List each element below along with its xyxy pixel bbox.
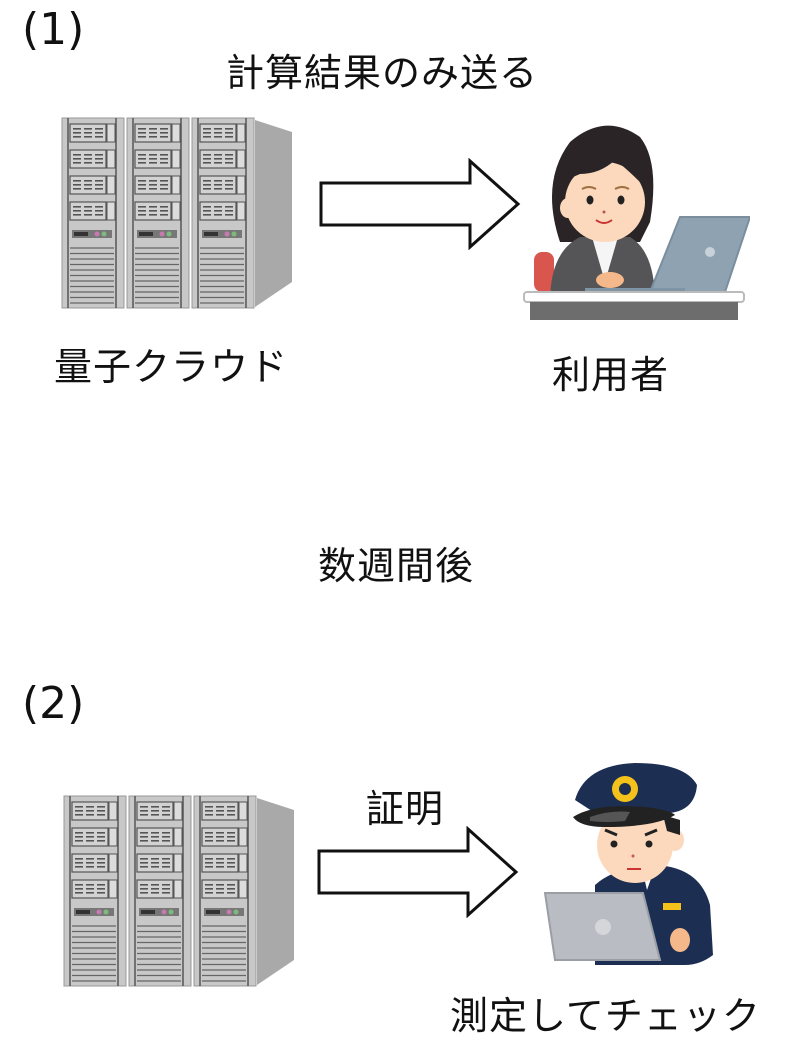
weeks-later-label: 数週間後 — [318, 544, 475, 588]
server-unit — [193, 795, 257, 987]
server-unit — [61, 117, 125, 309]
server-unit — [63, 795, 127, 987]
user-label: 利用者 — [552, 353, 670, 397]
arrow-right-icon-2 — [316, 826, 522, 918]
panel-2-arrow-caption: 証明 — [366, 787, 445, 831]
panel-2-number: (2) — [22, 678, 85, 729]
server-unit — [128, 795, 192, 987]
quantum-cloud-label: 量子クラウド — [54, 345, 289, 389]
police-officer-verifier-icon — [535, 755, 725, 970]
arrow-right-icon — [318, 158, 524, 250]
user-woman-laptop-icon — [520, 112, 750, 322]
server-unit — [191, 117, 255, 309]
server-unit — [126, 117, 190, 309]
panel-1-number: (1) — [22, 4, 85, 55]
quantum-cloud-server-icon — [60, 112, 300, 312]
quantum-cloud-server-icon-2 — [62, 790, 302, 990]
measure-and-check-label: 測定してチェック — [450, 994, 761, 1038]
panel-1-arrow-caption: 計算結果のみ送る — [226, 51, 539, 95]
